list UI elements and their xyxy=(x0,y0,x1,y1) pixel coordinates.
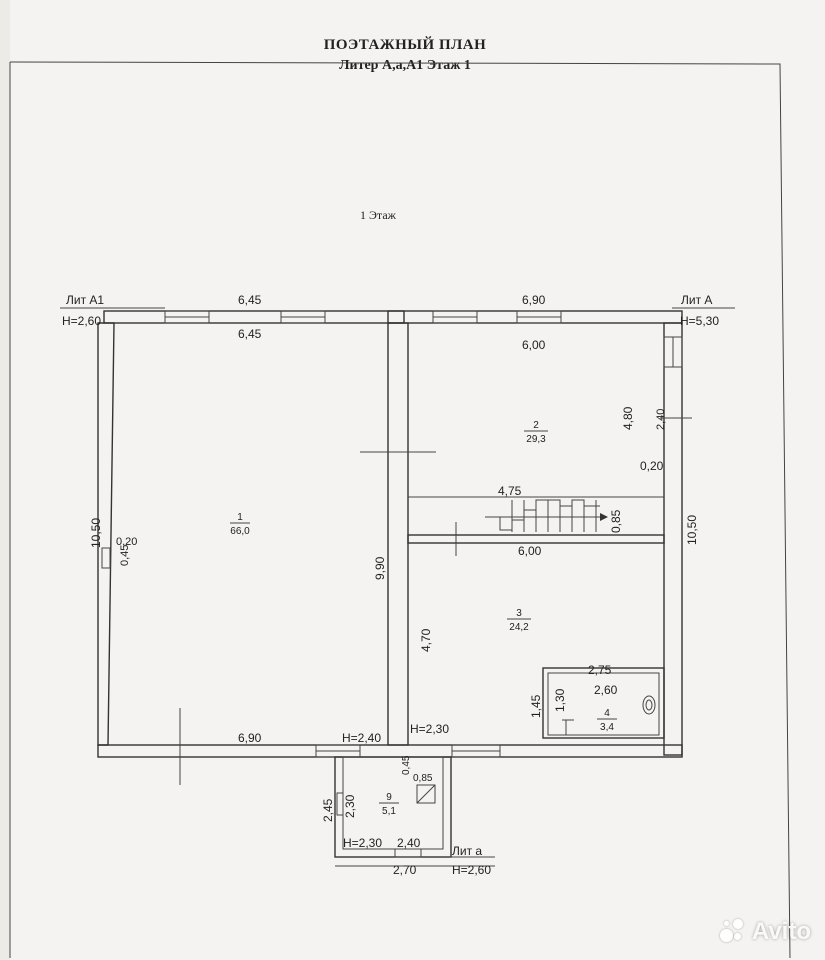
dim-room4-h1: 1,45 xyxy=(529,694,543,718)
room1-height: Н=2,40 xyxy=(342,731,381,745)
section-lit-a-small-height: Н=2,60 xyxy=(452,863,491,877)
dim-right-height: 10,50 xyxy=(685,515,699,545)
dim-porch-width-outer: 2,70 xyxy=(393,863,417,877)
dim-right-small: 2,40 xyxy=(655,409,667,430)
dim-porch-item: 0,85 xyxy=(413,773,433,784)
section-lit-a-name: Лит А xyxy=(681,293,712,307)
svg-text:29,3: 29,3 xyxy=(526,434,546,445)
plan-title: ПОЭТАЖНЫЙ ПЛАН xyxy=(323,37,487,53)
room-label-4: 4 3,4 xyxy=(597,708,617,733)
svg-text:9: 9 xyxy=(386,792,392,803)
section-marks xyxy=(179,417,692,785)
svg-text:2: 2 xyxy=(533,420,539,431)
dim-porch-h-outer: 2,45 xyxy=(321,798,335,822)
dim-room3-width: 6,00 xyxy=(518,544,542,558)
dim-stair-depth: 0,85 xyxy=(609,509,623,533)
dimension-lines xyxy=(60,307,735,867)
dim-left-height: 10,50 xyxy=(89,518,103,548)
dim-room4-inner: 2,60 xyxy=(594,683,618,697)
sheet-frame xyxy=(9,61,791,959)
plan-subtitle: Литер А,а,А1 Этаж 1 xyxy=(339,58,471,73)
dim-porch-wall: 0,45 xyxy=(401,755,412,775)
dim-porch-width-inner: 2,40 xyxy=(397,836,421,850)
avito-watermark-text: Avito xyxy=(751,918,811,945)
toilet-icon xyxy=(642,695,656,715)
dim-room3-height: 4,70 xyxy=(419,628,433,652)
room-label-2: 2 29,3 xyxy=(524,420,548,445)
section-lit-a1-name: Лит А1 xyxy=(66,293,104,307)
room3-height: Н=2,30 xyxy=(410,722,449,736)
dim-room4-width: 2,75 xyxy=(588,663,612,677)
section-lit-a-height: Н=5,30 xyxy=(680,314,719,328)
svg-text:3,4: 3,4 xyxy=(600,722,614,733)
dim-left-wall: 0,20 xyxy=(116,536,137,548)
windows xyxy=(101,310,683,758)
dim-top-left-outer: 6,45 xyxy=(238,293,262,307)
dim-porch-h-inner: 2,30 xyxy=(343,794,357,818)
svg-text:5,1: 5,1 xyxy=(382,806,396,817)
dim-mid-height: 9,90 xyxy=(373,556,387,580)
room-4-walls xyxy=(542,667,665,739)
dim-room2-width: 6,00 xyxy=(522,338,546,352)
dim-right-wall: 0,20 xyxy=(640,459,664,473)
room-label-1: 1 66,0 xyxy=(230,512,250,537)
avito-logo-icon xyxy=(719,919,746,945)
floor-label: 1 Этаж xyxy=(360,208,397,222)
dim-left-wall2: 0,45 xyxy=(119,545,131,566)
svg-text:3: 3 xyxy=(516,608,522,619)
section-lit-a1-height: Н=2,60 xyxy=(62,314,101,328)
dim-stair-length: 4,75 xyxy=(498,484,522,498)
svg-text:66,0: 66,0 xyxy=(230,526,250,537)
dim-bottom-left: 6,90 xyxy=(238,731,262,745)
avito-watermark: Avito xyxy=(719,918,811,946)
staircase xyxy=(485,499,608,532)
dim-room2-height: 4,80 xyxy=(621,406,635,430)
svg-text:1: 1 xyxy=(237,512,243,523)
room-label-9: 9 5,1 xyxy=(379,792,399,817)
dim-room4-h2: 1,30 xyxy=(553,688,567,712)
porch-height: Н=2,30 xyxy=(343,836,382,850)
porch-walls xyxy=(334,756,495,858)
dim-top-left-inner: 6,45 xyxy=(238,327,262,341)
svg-text:4: 4 xyxy=(604,708,610,719)
svg-text:24,2: 24,2 xyxy=(509,622,529,633)
room-label-3: 3 24,2 xyxy=(507,608,531,633)
section-lit-a-small-name: Лит а xyxy=(452,844,482,858)
dim-top-right-outer: 6,90 xyxy=(522,293,546,307)
